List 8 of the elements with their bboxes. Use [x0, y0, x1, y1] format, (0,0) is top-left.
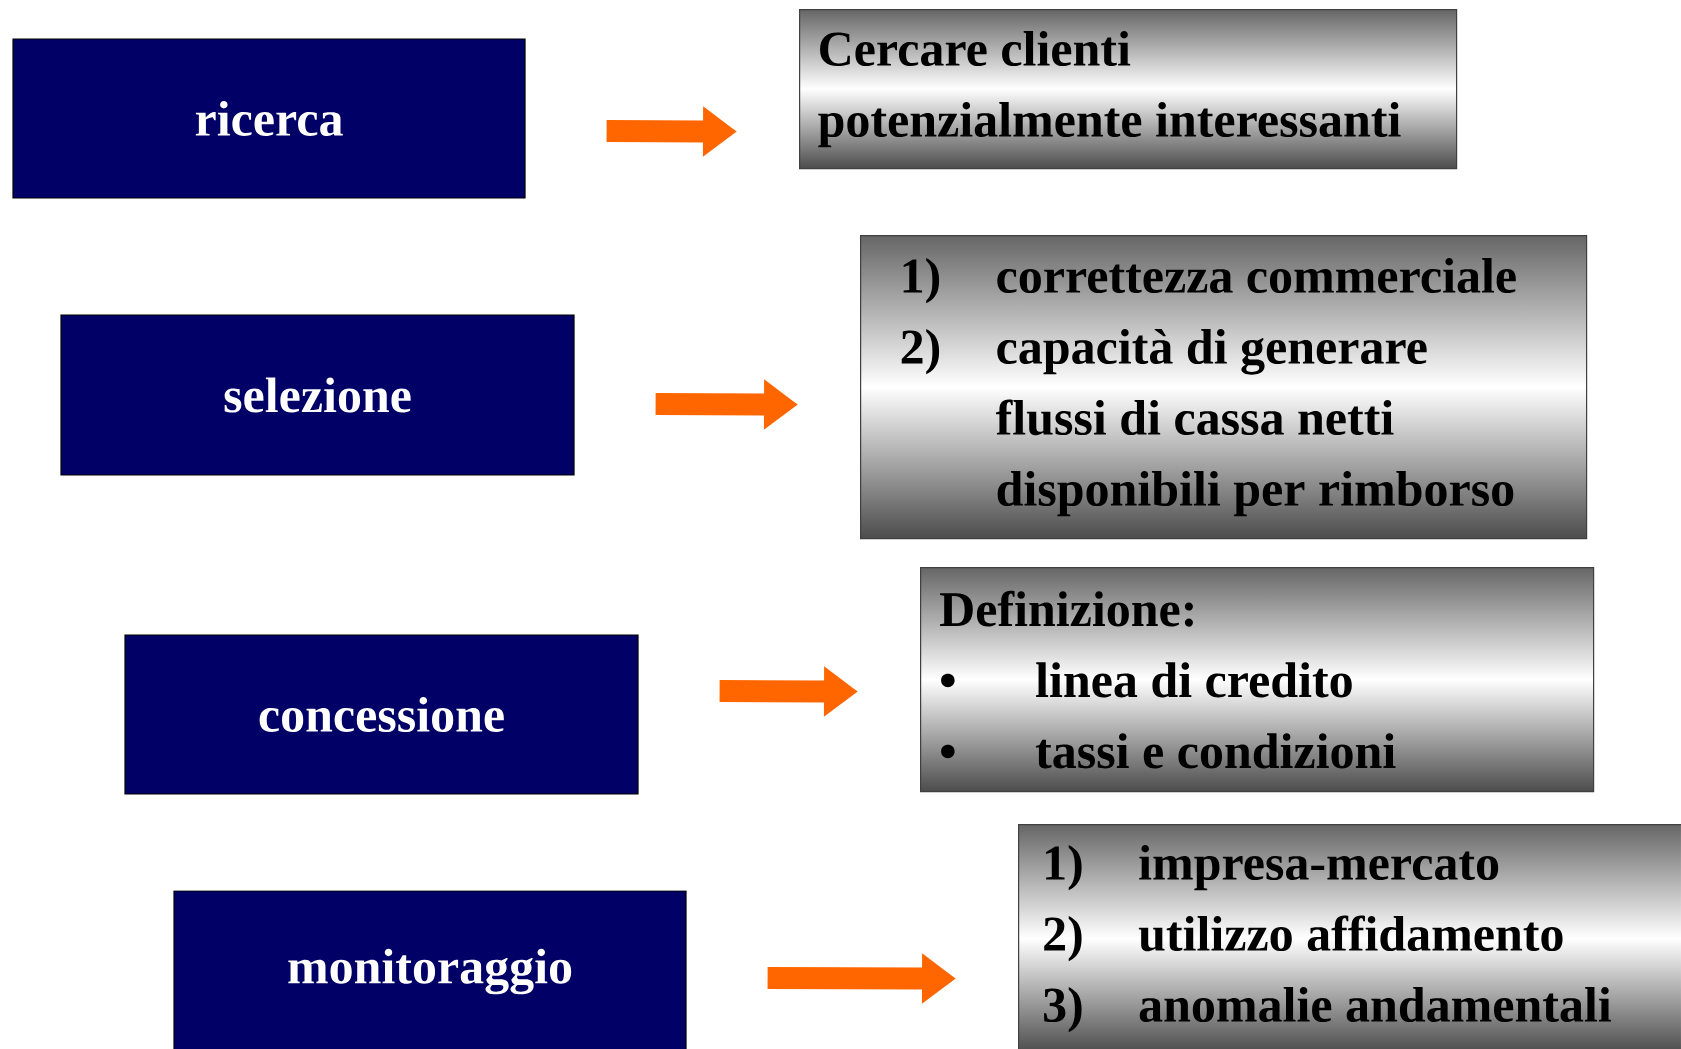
- step-box: monitoraggio: [173, 890, 687, 1049]
- description-box: Cercare clienti potenzialmente interessanti: [799, 9, 1458, 170]
- step-box: concessione: [124, 634, 639, 795]
- description-box: Definizione: • linea di credito • tassi e condizioni: [920, 567, 1595, 793]
- step-box: ricerca: [12, 38, 526, 199]
- description-box: 1) correttezza commerciale 2) capacità di generare flussi di cassa netti disponibili per rimborso: [860, 235, 1588, 540]
- description-box: 1) impresa-mercato 2) utilizzo affidamento 3) anomalie andamentali: [1018, 824, 1681, 1049]
- step-box: selezione: [60, 314, 575, 476]
